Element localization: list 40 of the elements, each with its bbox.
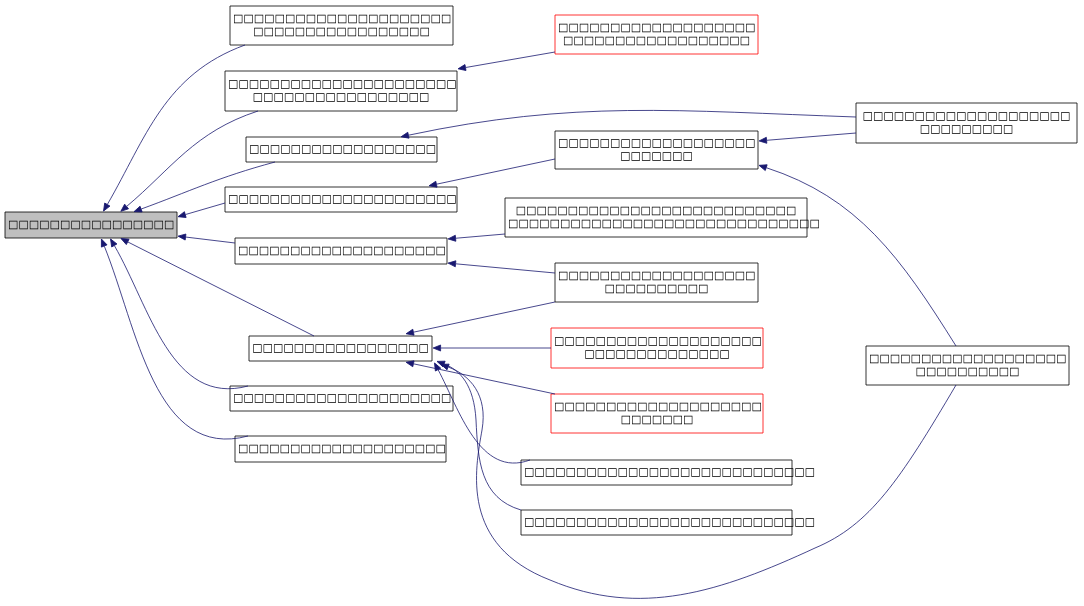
class-box: □□□□□□□□□□□□□□□□□□□□ □□□□□□□□□	[855, 102, 1078, 144]
class-box: □□□□□□□□□□□□□□□□□□□□	[234, 435, 447, 463]
arrow	[110, 238, 249, 390]
arrow	[447, 260, 556, 274]
class-box: □□□□□□□□□□□□□□□□	[4, 211, 178, 239]
class-box: □□□□□□□□□□□□□□□□□□□□□□	[224, 186, 458, 213]
class-box: □□□□□□□□□□□□□□□□□□	[245, 136, 438, 163]
arrow	[133, 161, 276, 213]
class-box: □□□□□□□□□□□□□□□□□□□□□ □□□□□□□□□□□□□□□□□	[229, 5, 454, 46]
arrow	[432, 344, 552, 352]
class-box: □□□□□□□□□□□□□□□□□□□□	[234, 237, 448, 265]
class-box: □□□□□□□□□□□□□□□□□□□ □□□□□□□□□□	[554, 262, 759, 303]
class-box: □□□□□□□□□□□□□□□□□□□ □□□□□□□□□□	[865, 345, 1070, 386]
arrow	[177, 202, 226, 218]
class-box: □□□□□□□□□□□□□□□□□□□ □□□□□□□	[554, 130, 759, 170]
arrow	[400, 110, 857, 139]
arrow	[758, 132, 857, 144]
class-box: □□□□□□□□□□□□□□□□□□□□ □□□□□□□□□□□□□□	[550, 327, 764, 369]
arrow	[440, 363, 957, 599]
arrow	[447, 233, 506, 242]
arrow	[436, 360, 522, 511]
arrow	[120, 238, 315, 337]
class-box: □□□□□□□□□□□□□□□□□□□□□	[229, 385, 454, 412]
class-box: □□□□□□□□□□□□□□□□□□□□ □□□□□□□	[550, 393, 764, 434]
class-box: □□□□□□□□□□□□□□□□□	[248, 335, 433, 362]
arrow	[428, 158, 556, 188]
arrow	[120, 110, 259, 212]
class-box: □□□□□□□□□□□□□□□□□□□□□□□□□□□□	[520, 459, 815, 486]
arrow	[103, 44, 246, 212]
class-box: □□□□□□□□□□□□□□□□□□□□□□ □□□□□□□□□□□□□□□□□	[224, 70, 458, 112]
class-box: □□□□□□□□□□□□□□□□□□□ □□□□□□□□□□□□□□□□□□	[554, 14, 759, 55]
arrow	[101, 238, 249, 440]
arrow	[434, 362, 531, 464]
arrow	[758, 164, 957, 347]
class-box: □□□□□□□□□□□□□□□□□□□□□□□□□□□ □□□□□□□□□□□□□□□□□□□□□□□□□□□□□□	[504, 197, 819, 238]
arrow	[405, 301, 556, 336]
arrow	[457, 51, 556, 71]
class-box: □□□□□□□□□□□□□□□□□□□□□□□□□□□□	[520, 509, 815, 536]
arrow	[177, 233, 236, 244]
arrow	[405, 360, 556, 395]
